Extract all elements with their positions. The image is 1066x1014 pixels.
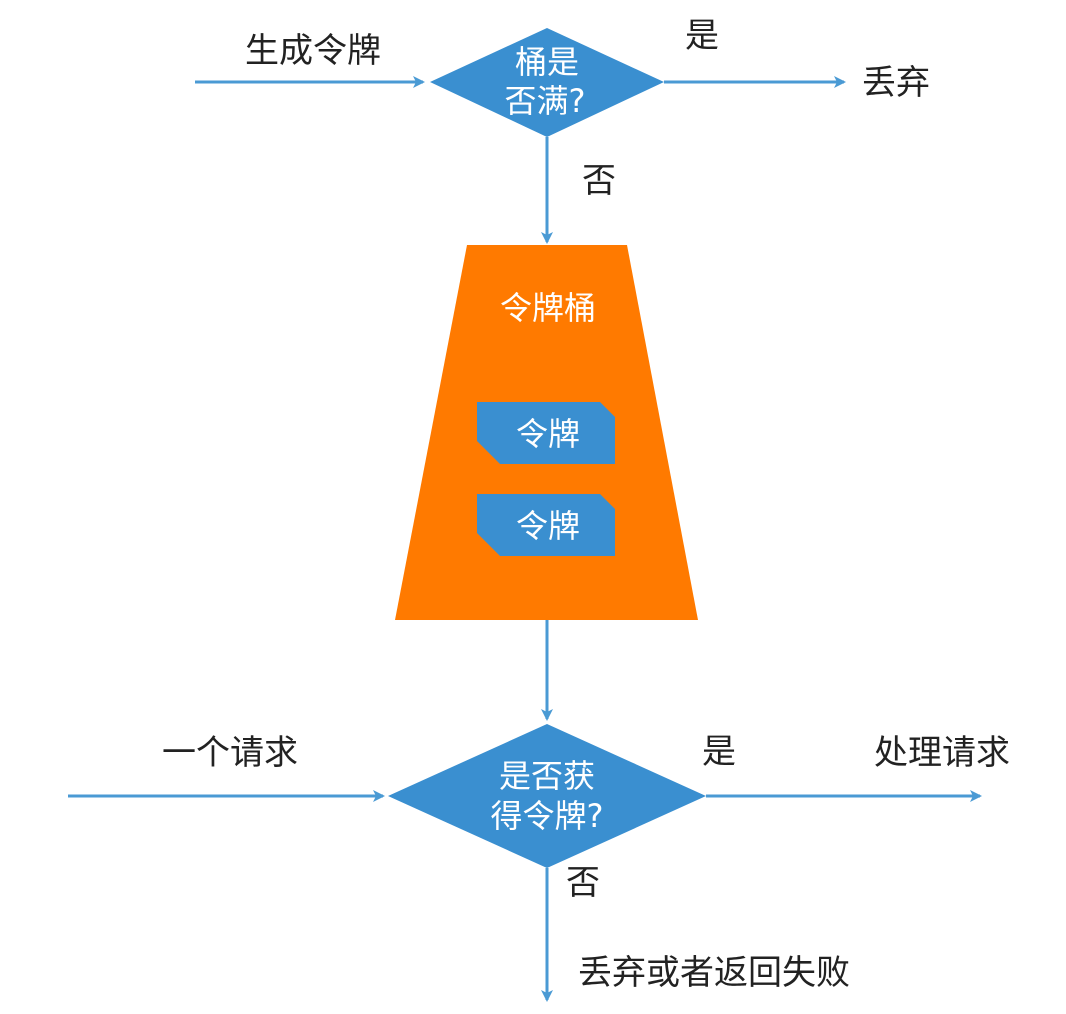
get-token-decision-line1: 是否获 xyxy=(499,757,595,795)
get-token-yes-label: 是 xyxy=(702,732,736,772)
bucket-full-no-label: 否 xyxy=(582,161,616,201)
bucket-full-decision-diamond xyxy=(430,28,664,137)
discard-or-fail-label: 丢弃或者返回失败 xyxy=(578,953,850,993)
discard-label: 丢弃 xyxy=(862,63,930,103)
get-token-decision-line2: 得令牌? xyxy=(491,797,604,835)
token-card xyxy=(477,402,615,464)
token-card-label: 令牌 xyxy=(516,415,580,453)
request-label: 一个请求 xyxy=(162,733,298,773)
process-request-label: 处理请求 xyxy=(874,733,1010,773)
token-card-label: 令牌 xyxy=(516,507,580,545)
bucket-full-decision-line1: 桶是 xyxy=(515,43,579,81)
generate-token-label: 生成令牌 xyxy=(245,31,381,71)
get-token-no-label: 否 xyxy=(566,863,600,903)
get-token-decision-diamond xyxy=(388,724,706,868)
bucket-full-decision-line2: 否满? xyxy=(505,82,586,120)
bucket-full-yes-label: 是 xyxy=(685,16,719,56)
token-card xyxy=(477,494,615,556)
token-bucket-title: 令牌桶 xyxy=(500,289,596,327)
